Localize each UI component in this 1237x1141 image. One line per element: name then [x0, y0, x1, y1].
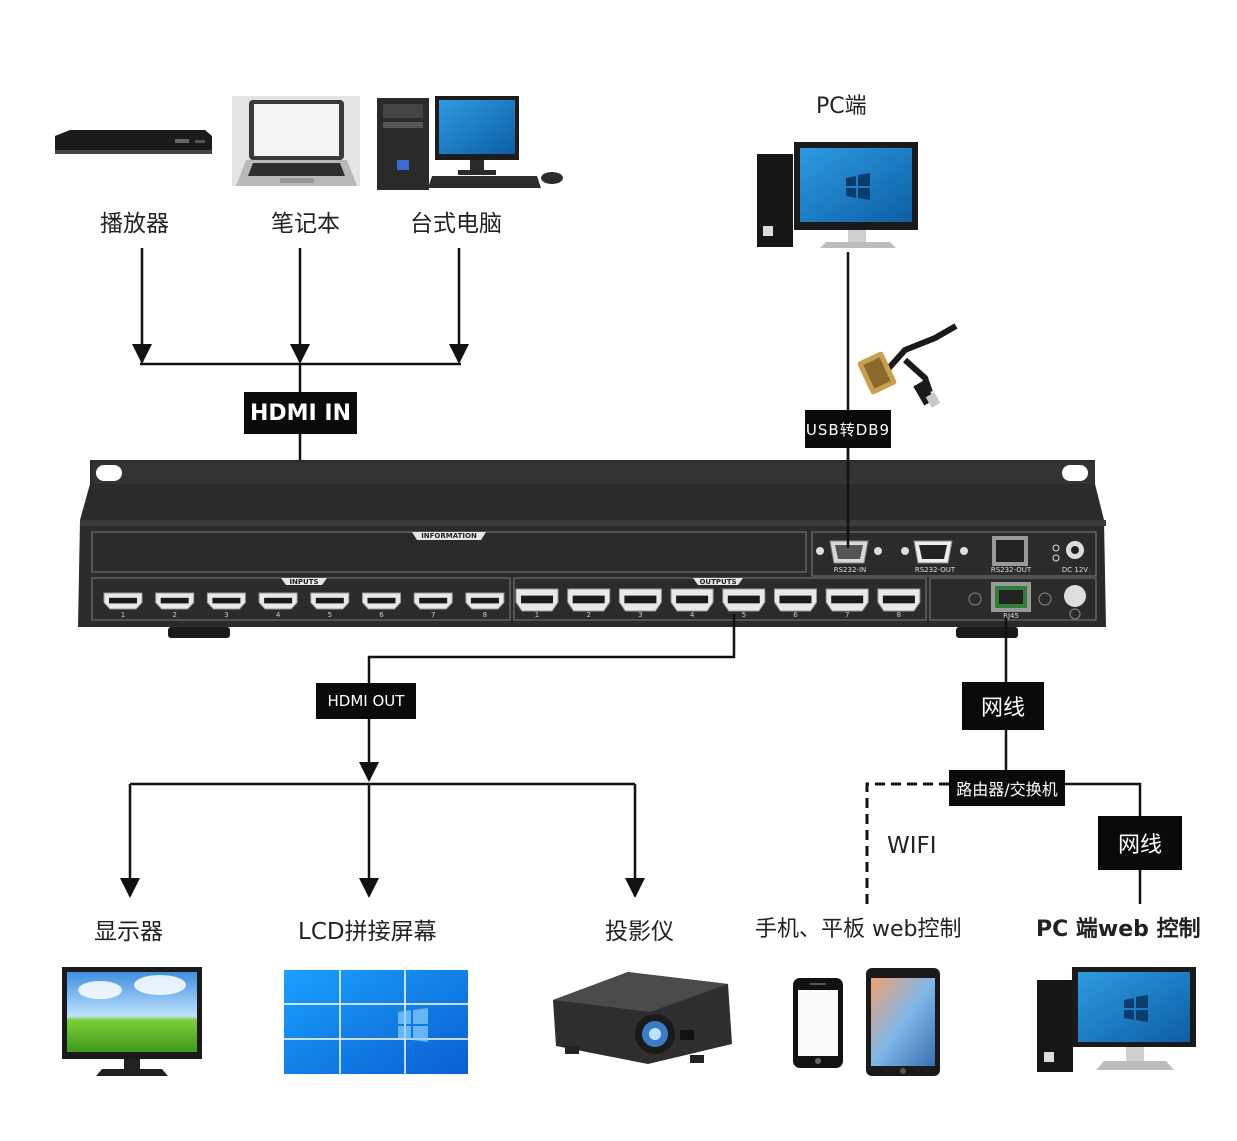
hdmi-output-port-3: [618, 588, 662, 612]
wifi-label: WIFI: [887, 833, 937, 859]
router-tag: 路由器/交换机: [949, 770, 1065, 806]
output-port-number: 7: [844, 611, 850, 619]
lcd-wall-icon: [284, 970, 468, 1074]
hdmi-output-port-8: [877, 588, 921, 612]
rs232-out-label: RS232-OUT: [914, 566, 956, 574]
usb-db9-cable-icon: [857, 322, 958, 408]
output-port-number: 8: [896, 611, 902, 619]
cable-top-tag: 网线: [962, 682, 1044, 730]
hdmi-input-port-2: [155, 592, 195, 610]
pc-top-label: PC端: [816, 94, 867, 119]
hdmi-out-tag: HDMI OUT: [316, 683, 416, 719]
hdmi-input-port-8: [465, 592, 505, 610]
hdmi-input-port-4: [258, 592, 298, 610]
lcd-wall-label: LCD拼接屏幕: [298, 919, 437, 945]
output-port-number: 2: [586, 611, 591, 619]
monitor-icon: [62, 967, 202, 1076]
hdmi-input-ports: [103, 592, 505, 610]
rs232-in-label: RS232-IN: [833, 566, 867, 574]
output-port-number: 3: [638, 611, 643, 619]
hdmi-output-port-4: [670, 588, 714, 612]
hdmi-input-port-7: [413, 592, 453, 610]
rj45-label: RJ45: [1003, 612, 1019, 620]
hdmi-input-port-5: [310, 592, 350, 610]
media-player-icon: [55, 130, 212, 154]
desktop-label: 台式电脑: [410, 211, 502, 237]
hdmi-output-port-1: [515, 588, 559, 612]
hdmi-output-port-6: [774, 588, 817, 612]
projector-label: 投影仪: [605, 919, 674, 945]
usb-db9-tag: USB转DB9: [805, 410, 891, 448]
rs232-out2-label: RS232-OUT: [990, 566, 1032, 574]
output-port-number: 4: [689, 611, 695, 619]
input-port-number: 4: [275, 611, 281, 619]
hdmi-output-port-2: [567, 588, 611, 612]
smartphone-icon: [793, 978, 843, 1068]
pc-web-icon: [1037, 967, 1196, 1072]
inputs-label: INPUTS: [289, 578, 319, 586]
mobile-control-label: 手机、平板 web控制: [755, 917, 962, 942]
hdmi-output-port-7: [825, 588, 869, 612]
desktop-computer-icon: [377, 96, 563, 190]
input-port-number: 7: [430, 611, 436, 619]
pc-web-control-label: PC 端web 控制: [1036, 917, 1201, 942]
laptop-label: 笔记本: [271, 211, 340, 237]
input-port-number: 8: [482, 611, 488, 619]
pc-top-icon: [757, 142, 918, 248]
information-label: INFORMATION: [421, 532, 477, 540]
output-port-number: 5: [741, 611, 747, 619]
input-port-number: 1: [120, 611, 126, 619]
input-port-number: 6: [379, 611, 384, 619]
input-port-number: 2: [172, 611, 177, 619]
output-port-number: 6: [793, 611, 798, 619]
input-port-number: 3: [224, 611, 229, 619]
hdmi-output-ports: [515, 588, 921, 612]
outputs-label: OUTPUTS: [699, 578, 737, 586]
hdmi-input-port-3: [206, 592, 246, 610]
dc-label: DC 12V: [1061, 566, 1089, 574]
player-label: 播放器: [100, 211, 169, 237]
hdmi-output-port-5: [722, 588, 766, 612]
output-connectors: [120, 612, 1142, 904]
cable-bottom-tag: 网线: [1098, 816, 1182, 870]
hdmi-input-port-6: [362, 592, 401, 610]
monitor-label: 显示器: [94, 919, 163, 945]
output-port-number: 1: [534, 611, 540, 619]
hdmi-input-port-1: [103, 592, 143, 610]
laptop-icon: [232, 96, 360, 186]
tablet-icon: [866, 968, 940, 1076]
hdmi-in-tag: HDMI IN: [244, 392, 357, 434]
projector-icon: [553, 972, 732, 1064]
input-port-number: 5: [327, 611, 333, 619]
